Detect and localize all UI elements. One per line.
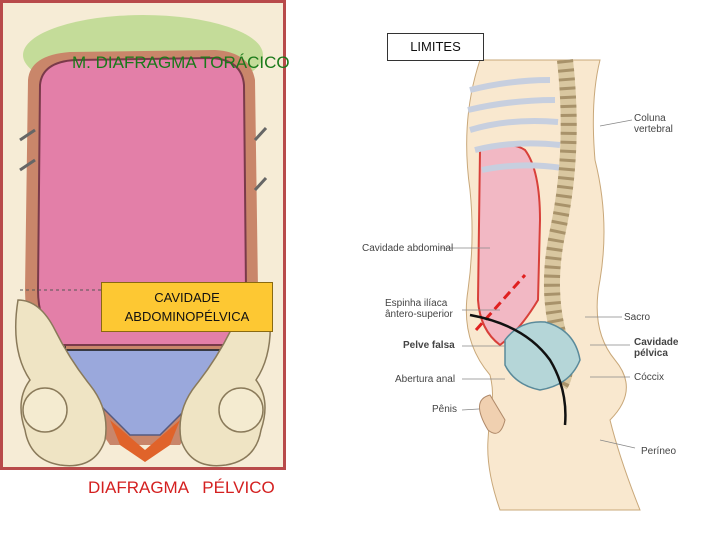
label-coluna-line1: Coluna [634,113,666,124]
label-cavidade-pelvica: Cavidade pélvica [634,337,678,359]
pelvic-limit-dashed-line [474,274,527,331]
left-rib-marks [19,128,36,172]
label-cavidade-abdominal: Cavidade abdominal [362,243,454,254]
pelvic-diaphragm-title: DIAFRAGMA PÉLVICO [88,478,275,497]
limits-title: LIMITES [387,33,484,61]
pelvic-curve-line [469,313,567,426]
label-abertura-anal: Abertura anal [395,374,456,385]
thoracic-diaphragm-title: M. DIAFRAGMA TORÁCICO [72,53,290,72]
label-espinha-iliaca: Espinha ilíaca ântero-superior [385,298,453,320]
label-cavidade-pelvica-line1: Cavidade [634,337,679,348]
label-coluna-line2: vertebral [634,124,673,135]
rib-cage [467,77,563,173]
label-perineo: Períneo [641,446,677,457]
label-espinha-line1: Espinha ilíaca [385,298,448,309]
coronal-section-figure [0,0,286,470]
right-rib-marks [253,126,268,192]
label-coccix: Cóccix [634,372,665,383]
leader-lines [440,119,636,449]
label-coluna-vertebral: Coluna vertebral [634,113,673,135]
label-sacro: Sacro [624,312,651,323]
left-femoral-head [22,387,68,433]
pelvic-floor-muscle [110,420,180,462]
right-femoral-head [218,387,264,433]
cavity-label-line1: CAVIDADE [154,290,220,305]
penis-shape [479,394,506,434]
label-pelve-falsa: Pelve falsa [403,340,455,351]
cavity-label-line2: ABDOMINOPÉLVICA [124,309,250,324]
label-espinha-line2: ântero-superior [385,309,453,320]
abdominopelvic-cavity-label: CAVIDADE ABDOMINOPÉLVICA [101,282,273,332]
label-cavidade-pelvica-line2: pélvica [634,348,668,359]
coronal-section-illustration [14,15,272,467]
label-penis: Pênis [432,404,458,415]
sagittal-pelvic-cavity [504,321,581,391]
